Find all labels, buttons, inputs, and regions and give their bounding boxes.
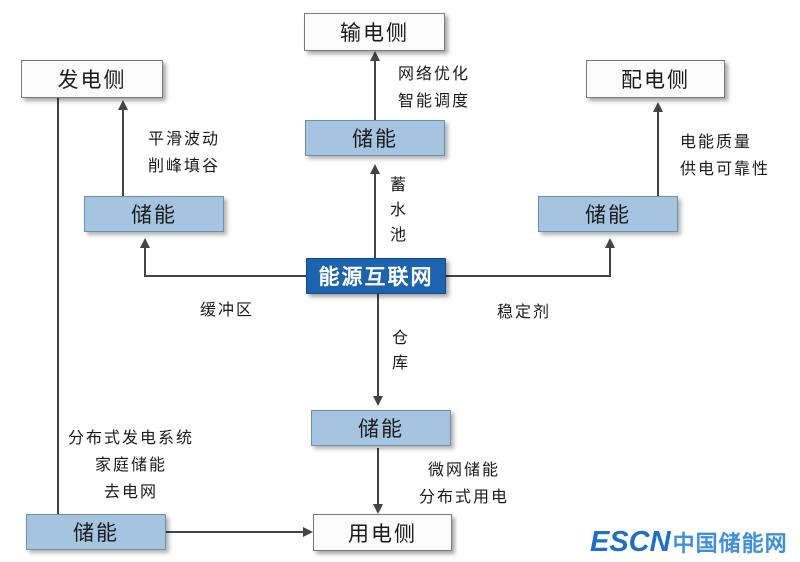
consumption-side-box: 用电侧 [313, 514, 452, 551]
distributed-generation-label: 分布式发电系统 家庭储能 去电网 [68, 428, 195, 501]
escn-logo-chinese: 中国储能网 [672, 532, 788, 557]
generation-side-box: 发电侧 [21, 60, 163, 98]
transmission-side-box: 输电侧 [304, 13, 445, 51]
storage-left-label: 储能 [131, 203, 177, 227]
consumption-side-label: 用电侧 [348, 521, 417, 546]
storage-box-right: 储能 [538, 196, 678, 232]
arrow-center-to-storage-left [140, 238, 306, 277]
stabilizer-label: 稳定剂 [497, 302, 552, 321]
distribution-side-box: 配电侧 [586, 60, 725, 98]
transmission-side-label: 输电侧 [340, 21, 409, 45]
warehouse-label: 仓库 [391, 328, 408, 372]
energy-internet-label: 能源互联网 [318, 265, 434, 289]
escn-logo-text: ESCN [590, 525, 671, 558]
storage-bottom-left-label: 储能 [73, 521, 119, 545]
storage-right-label: 储能 [585, 203, 631, 227]
buffer-label: 缓冲区 [200, 300, 255, 319]
reservoir-label: 蓄水池 [389, 175, 406, 244]
arrow-center-to-storage-right [446, 238, 615, 277]
storage-box-bottom: 储能 [311, 410, 451, 446]
storage-box-bottom-left: 储能 [26, 514, 166, 550]
storage-box-top: 储能 [305, 120, 445, 156]
transmission-role-label: 网络优化 智能调度 [398, 64, 471, 110]
generation-side-label: 发电侧 [57, 68, 127, 92]
consumption-role-label: 微网储能 分布式用电 [419, 460, 510, 506]
generation-role-label: 平滑波动 削峰填谷 [148, 129, 221, 175]
distribution-role-label: 电能质量 供电可靠性 [680, 132, 771, 178]
storage-bottom-label: 储能 [358, 417, 404, 441]
escn-watermark-logo: ESCN 中国储能网 [590, 526, 788, 558]
storage-top-label: 储能 [352, 127, 398, 151]
storage-box-left: 储能 [84, 196, 224, 232]
energy-internet-center-box: 能源互联网 [306, 258, 446, 294]
distribution-side-label: 配电侧 [621, 68, 690, 92]
